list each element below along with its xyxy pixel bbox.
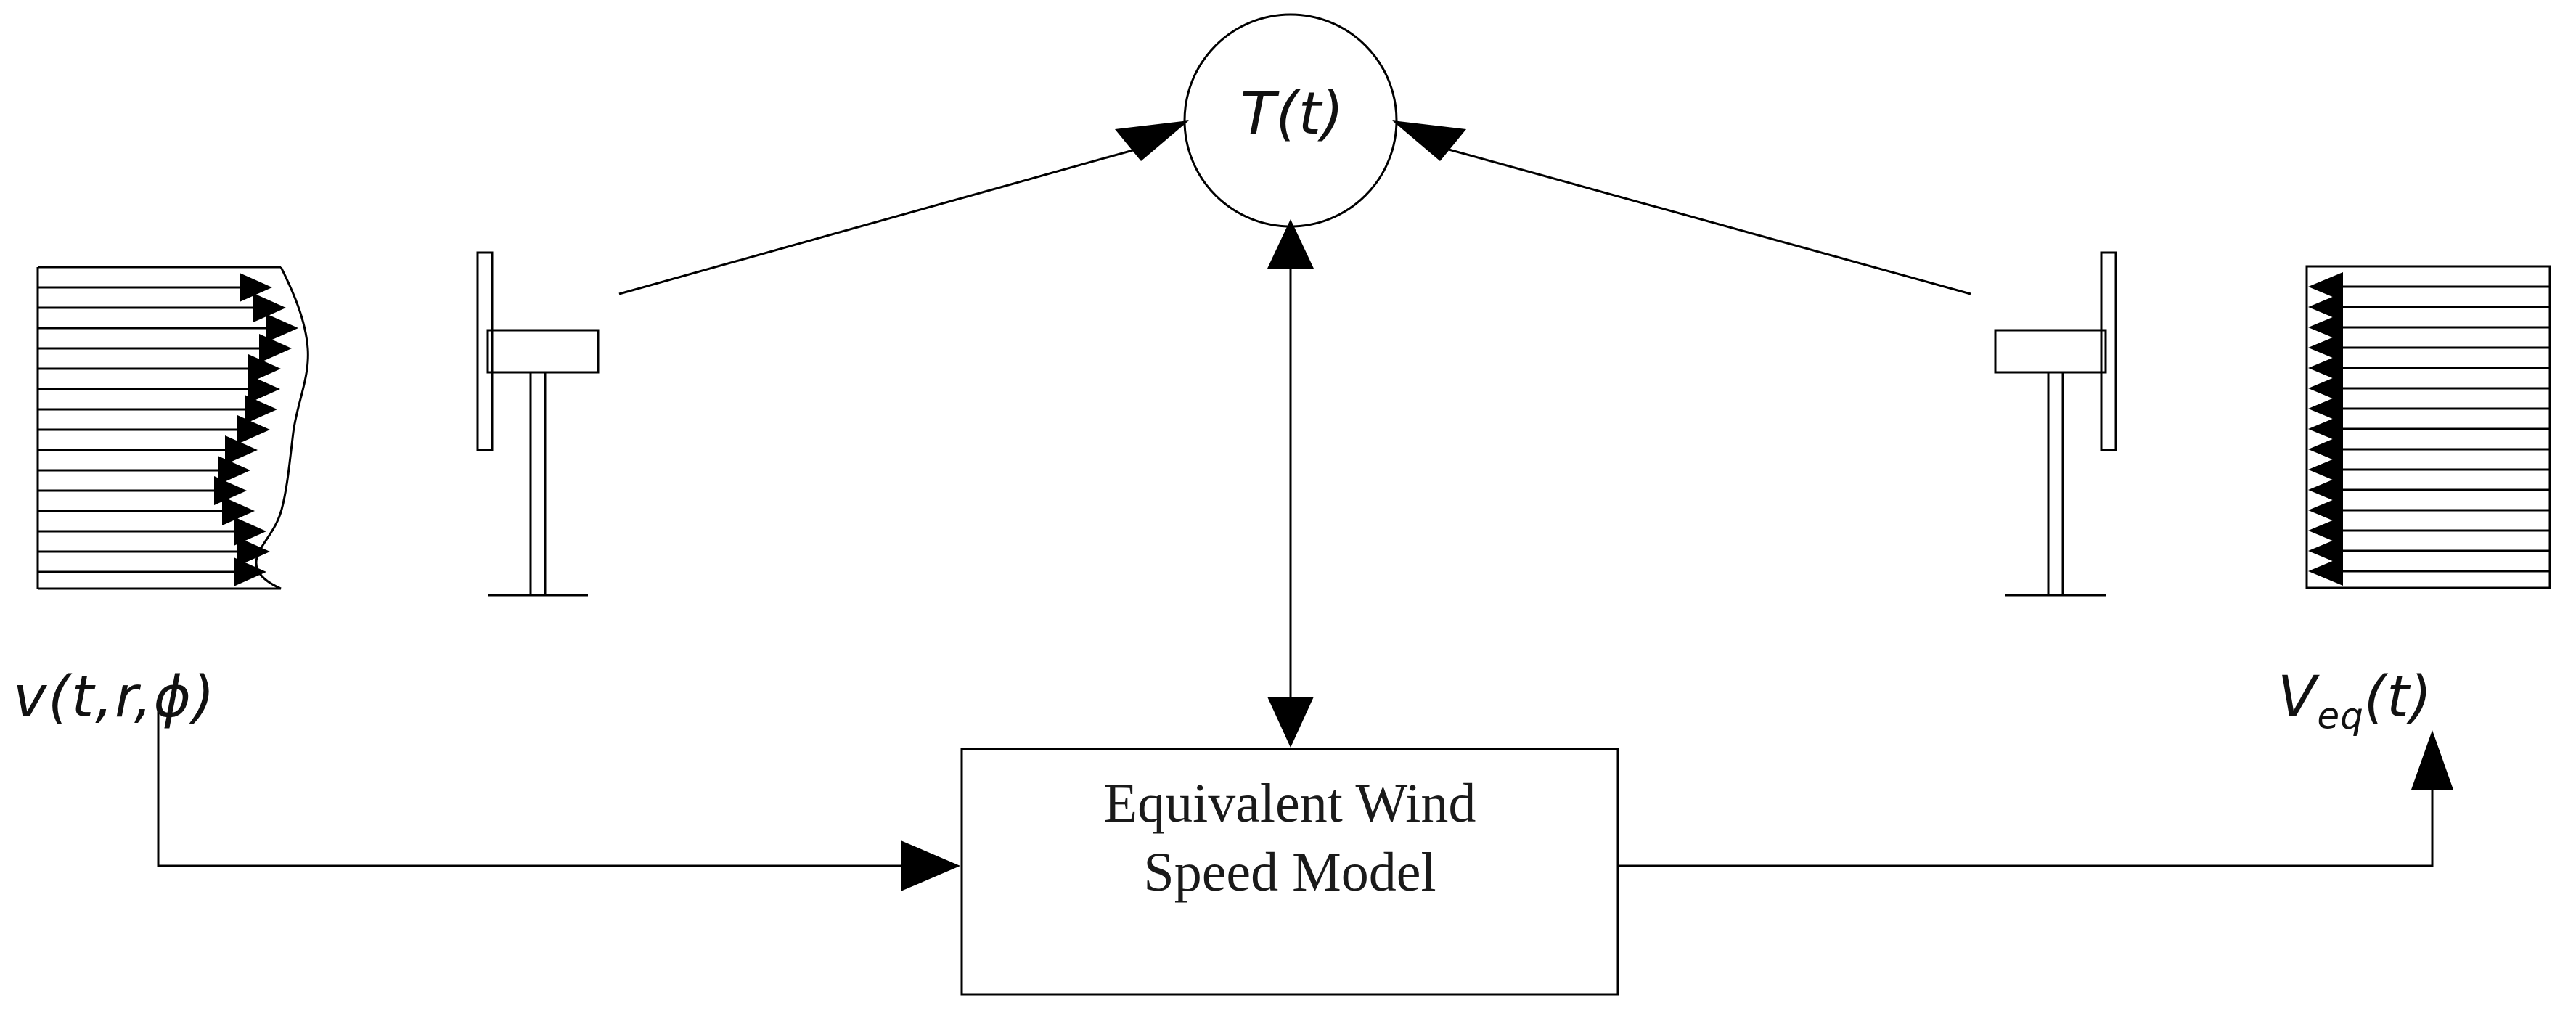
equivalent-wind-speed-label: Veq(t) [2278,665,2432,737]
torque-node-label: T(t) [1240,80,1344,147]
model-block-line-2: Speed Model [1143,842,1436,903]
connector-model-to-equivalent [1618,730,2453,867]
model-block-label: Equivalent Wind Speed Model [962,769,1618,907]
wind-turbine-right [1994,251,2117,597]
model-block-line-1: Equivalent Wind [1103,773,1476,834]
equivalent-label-tail: (t) [2363,665,2433,730]
connector-turbine-right-to-torque [1392,120,1971,295]
equivalent-label-main: V [2278,665,2318,730]
model-block-rect [960,748,1619,996]
equivalent-label-subscript: eq [2317,695,2364,737]
uniform-wind-profile [2305,265,2551,589]
wind-turbine-left [476,251,600,597]
connector-inflow-to-model [157,702,960,891]
inflow-wind-speed-label: v(t,r,ϕ) [13,665,216,730]
connector-torque-model [1267,219,1314,748]
connector-turbine-left-to-torque [618,120,1189,295]
sheared-wind-profile [36,266,309,590]
